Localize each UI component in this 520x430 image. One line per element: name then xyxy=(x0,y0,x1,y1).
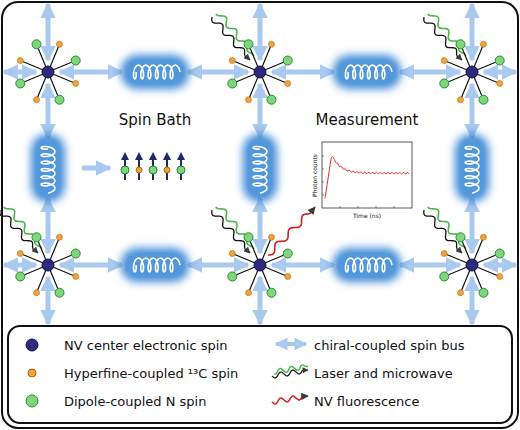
nv-center xyxy=(16,40,80,104)
chiral-coupler xyxy=(121,55,189,89)
nv-center xyxy=(424,207,504,297)
legend-text: Laser and microwave xyxy=(314,366,453,381)
bus-line xyxy=(272,263,334,268)
legend-item: Hyperfine-coupled ¹³C spin xyxy=(22,363,238,383)
chiral-coupler xyxy=(333,55,401,89)
bus-line xyxy=(46,84,51,138)
legend-swatch xyxy=(22,391,42,411)
chiral-coupler xyxy=(333,248,401,282)
nv-center xyxy=(212,207,315,297)
bus-line xyxy=(470,4,475,60)
bus-line xyxy=(60,70,122,75)
chiral-coupler xyxy=(121,248,189,282)
legend-text: NV fluorescence xyxy=(314,394,420,409)
bus-line xyxy=(258,277,263,324)
bus-line xyxy=(188,263,248,268)
bus-line xyxy=(484,70,516,75)
spin-bath-figure xyxy=(82,156,185,180)
bus-line xyxy=(4,263,36,268)
legend-swatch xyxy=(22,363,42,383)
legend-text: Dipole-coupled N spin xyxy=(64,394,206,409)
bus-line xyxy=(400,70,460,75)
bus-line xyxy=(400,263,460,268)
bus-line xyxy=(46,198,51,253)
legend-frame xyxy=(8,326,512,423)
bus-line xyxy=(258,84,263,138)
legend-swatch xyxy=(22,335,42,355)
chiral-coupler xyxy=(31,134,65,202)
chiral-coupler xyxy=(243,134,277,202)
chiral-coupler xyxy=(455,134,489,202)
bus-line xyxy=(258,4,263,60)
legend-item: Laser and microwave xyxy=(272,363,453,383)
section-label: Measurement xyxy=(314,111,421,129)
nv-center xyxy=(212,14,292,104)
bus-line xyxy=(470,198,475,253)
nv-center xyxy=(424,14,504,104)
axis-label: Time (ns) xyxy=(353,212,381,219)
legend-text: Hyperfine-coupled ¹³C spin xyxy=(64,366,238,381)
bus-line xyxy=(46,4,51,60)
legend-text: chiral-coupled spin bus xyxy=(314,338,464,353)
legend-item: chiral-coupled spin bus xyxy=(272,335,464,355)
legend-item: NV fluorescence xyxy=(272,391,420,411)
bus-line xyxy=(484,263,516,268)
nv-center xyxy=(0,207,80,297)
bus-line xyxy=(470,277,475,324)
legend-item: NV center electronic spin xyxy=(22,335,228,355)
nv-centers xyxy=(0,14,504,297)
bus-line xyxy=(272,70,334,75)
section-label: Spin Bath xyxy=(117,111,193,129)
legend-samples xyxy=(272,344,308,404)
bus-line xyxy=(258,198,263,253)
bus-line xyxy=(188,70,248,75)
bus-line xyxy=(46,277,51,324)
bus-line xyxy=(4,70,36,75)
measurement-plot xyxy=(322,142,412,208)
spin-bus xyxy=(4,4,516,324)
axis-label: Photon counts xyxy=(310,154,317,197)
bus-line xyxy=(470,84,475,138)
chiral-couplers xyxy=(31,55,489,282)
legend-item: Dipole-coupled N spin xyxy=(22,391,206,411)
bus-line xyxy=(60,263,122,268)
legend-text: NV center electronic spin xyxy=(64,338,228,353)
